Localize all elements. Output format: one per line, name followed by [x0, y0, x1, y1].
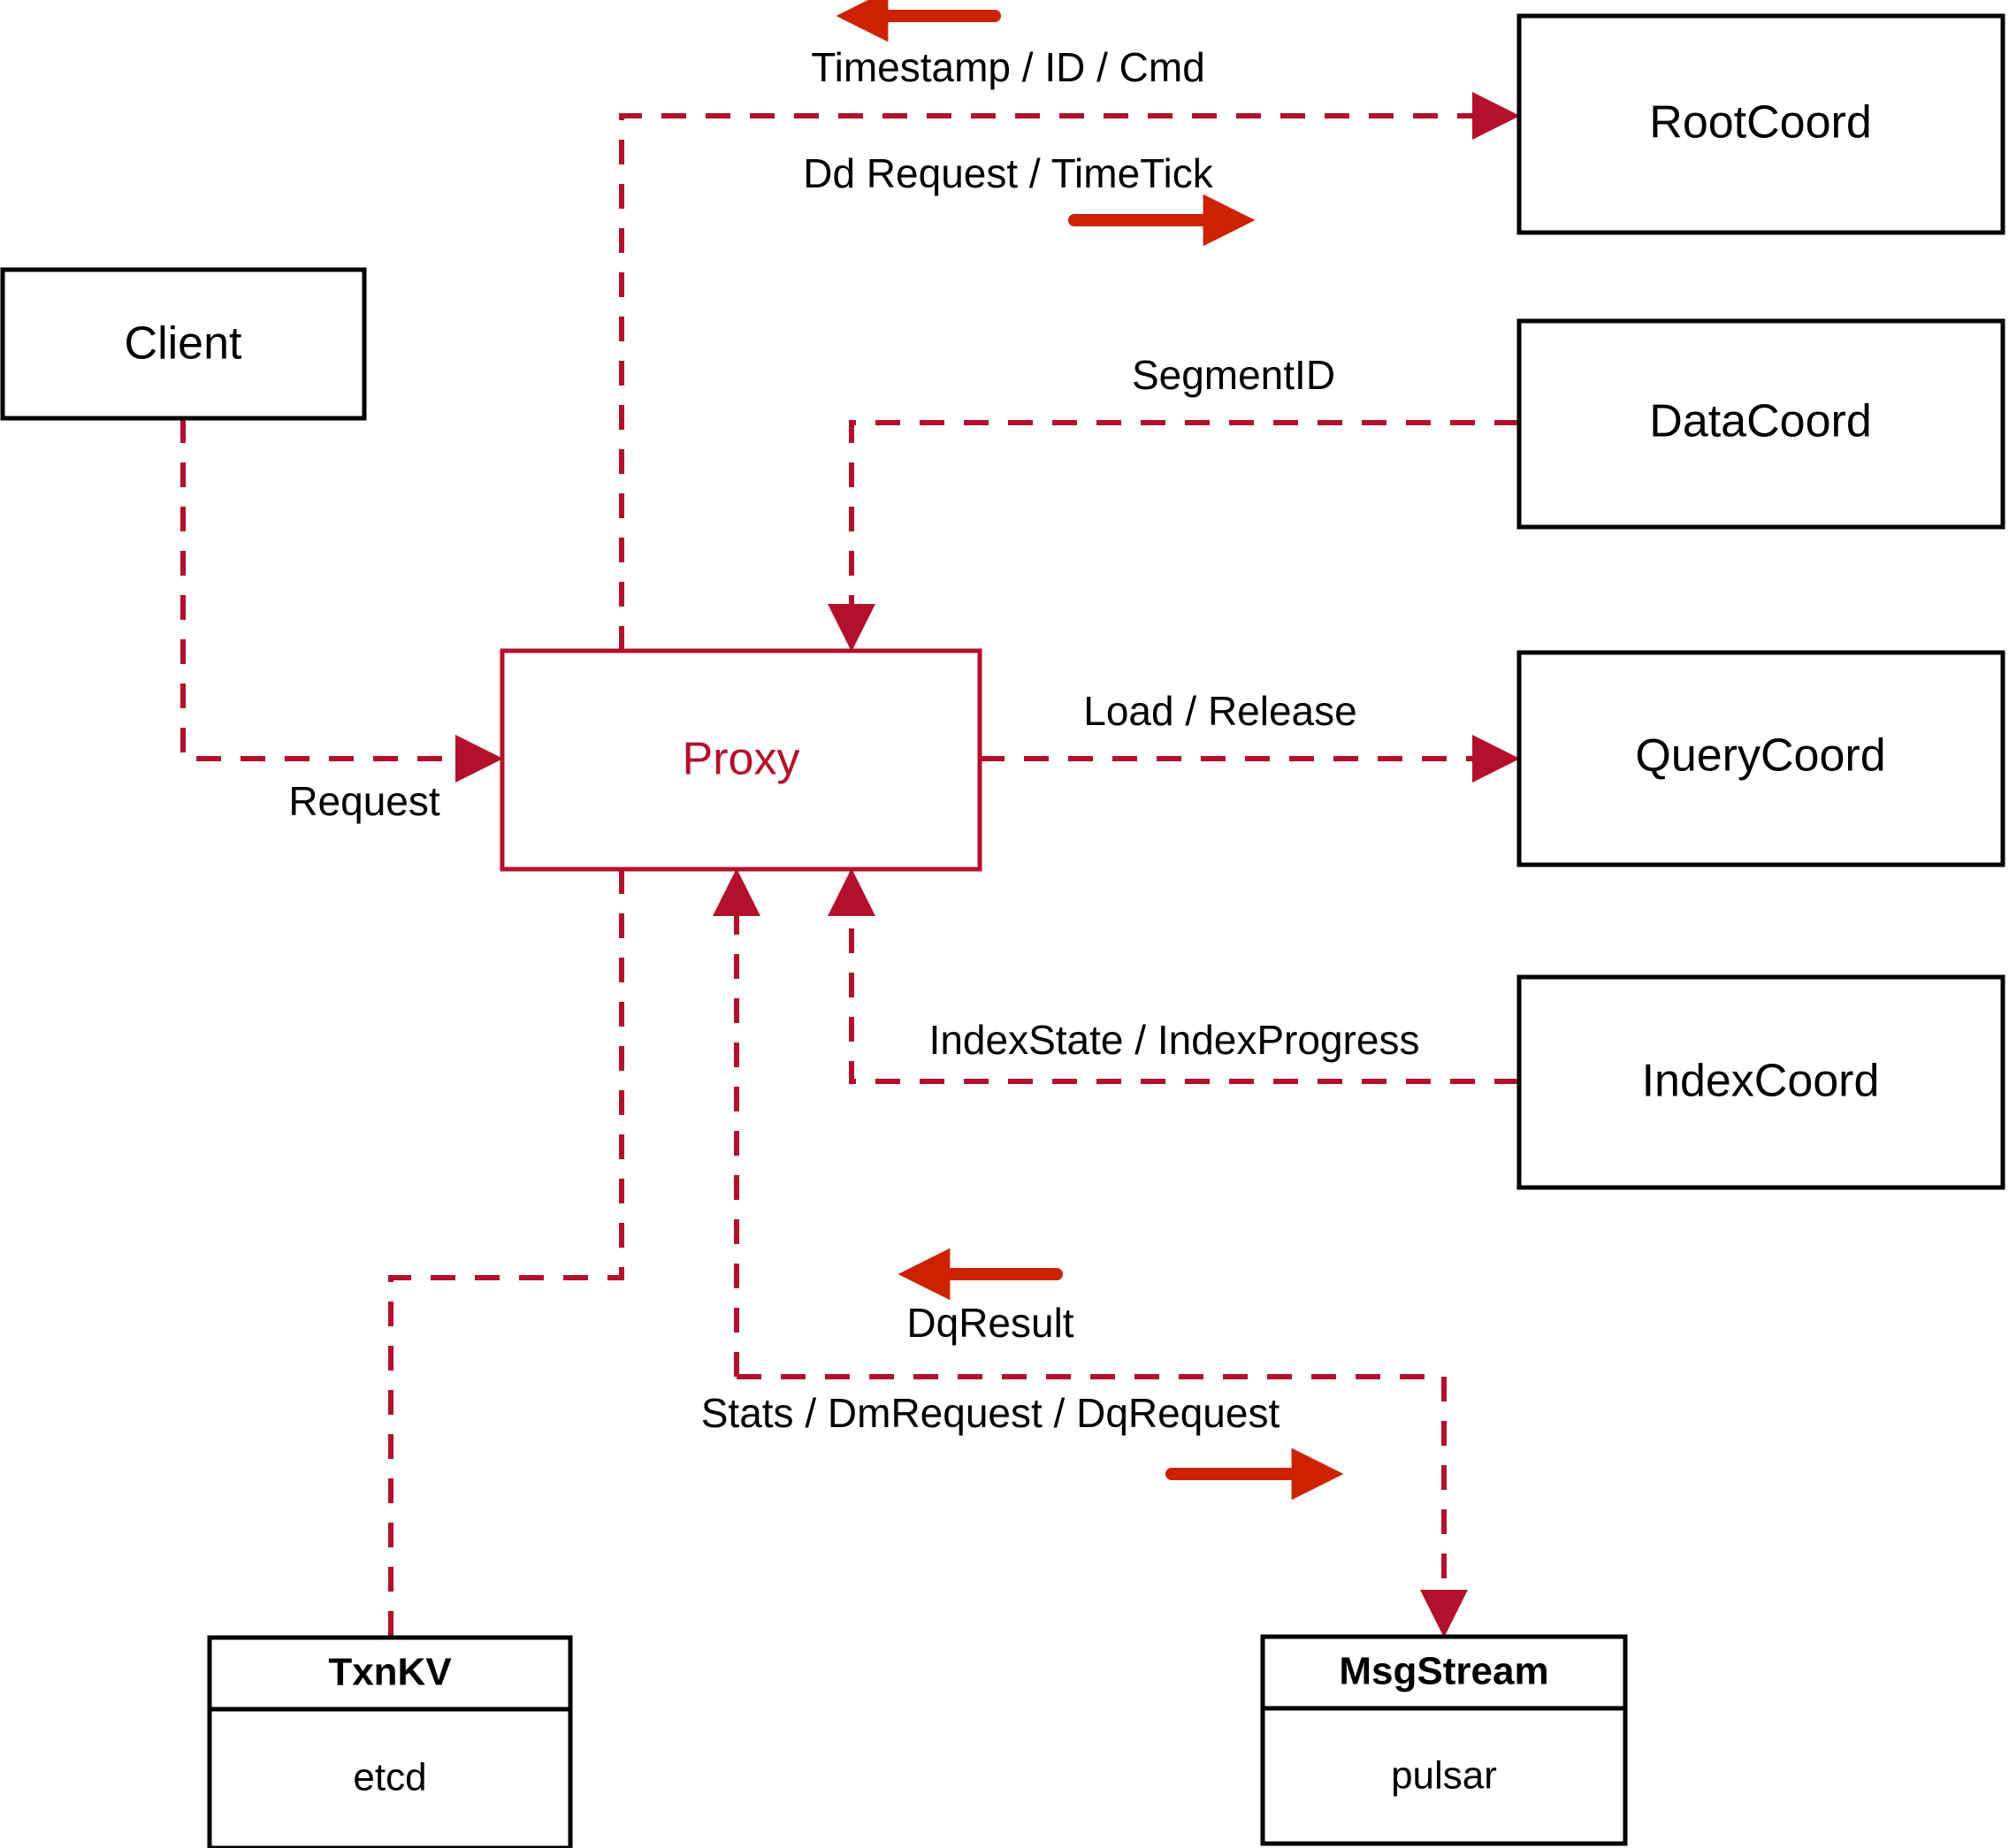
node-client[interactable]: Client	[0, 267, 367, 421]
edge-label-rootcoord-in: Timestamp / ID / Cmd	[811, 44, 1205, 90]
datacoord-box	[1516, 318, 2005, 530]
txnkv-impl: etcd	[353, 1756, 426, 1799]
node-datacoord[interactable]: DataCoord	[1516, 318, 2005, 530]
edge-datacoord-to-proxy	[828, 420, 1519, 652]
node-rootcoord[interactable]: RootCoord	[1516, 13, 2005, 235]
edge-label-msgstream-out: Stats / DmRequest / DqRequest	[701, 1390, 1280, 1436]
txnkv-title: TxnKV	[328, 1651, 452, 1694]
querycoord-label: QueryCoord	[1635, 730, 1885, 782]
node-txnkv[interactable]: TxnKV etcd	[207, 1635, 573, 1848]
edge-proxy-to-rootcoord	[619, 92, 1520, 651]
rootcoord-label: RootCoord	[1649, 97, 1871, 149]
client-box	[0, 267, 367, 421]
edge-label-querycoord: Load / Release	[1083, 688, 1356, 734]
querycoord-box	[1516, 650, 2005, 867]
node-indexcoord[interactable]: IndexCoord	[1516, 974, 2005, 1190]
datacoord-label: DataCoord	[1649, 396, 1871, 447]
node-proxy[interactable]: Proxy	[500, 648, 982, 872]
indexcoord-box	[1516, 974, 2005, 1190]
edge-client-to-proxy	[180, 418, 503, 783]
edge-proxy-to-txnkv	[388, 869, 624, 1638]
msgstream-title: MsgStream	[1339, 1650, 1548, 1693]
edge-label-datacoord: SegmentID	[1132, 352, 1335, 398]
proxy-label: Proxy	[683, 734, 800, 785]
edge-label-dqresult: DqResult	[906, 1300, 1073, 1346]
edge-proxy-to-msgstream	[737, 1374, 1468, 1638]
edge-indexcoord-to-proxy	[828, 868, 1519, 1084]
indexcoord-label: IndexCoord	[1642, 1056, 1880, 1107]
edge-label-indexcoord: IndexState / IndexProgress	[929, 1017, 1420, 1063]
msgstream-box	[1260, 1634, 1628, 1846]
proxy-box	[500, 648, 982, 872]
msgstream-impl: pulsar	[1391, 1754, 1497, 1798]
edge-label-client-request: Request	[288, 778, 440, 824]
client-label: Client	[125, 318, 242, 370]
txnkv-box	[207, 1635, 573, 1848]
edge-label-rootcoord-out: Dd Request / TimeTick	[803, 150, 1214, 196]
node-msgstream[interactable]: MsgStream pulsar	[1260, 1634, 1628, 1846]
rootcoord-box	[1516, 13, 2005, 235]
node-querycoord[interactable]: QueryCoord	[1516, 650, 2005, 867]
